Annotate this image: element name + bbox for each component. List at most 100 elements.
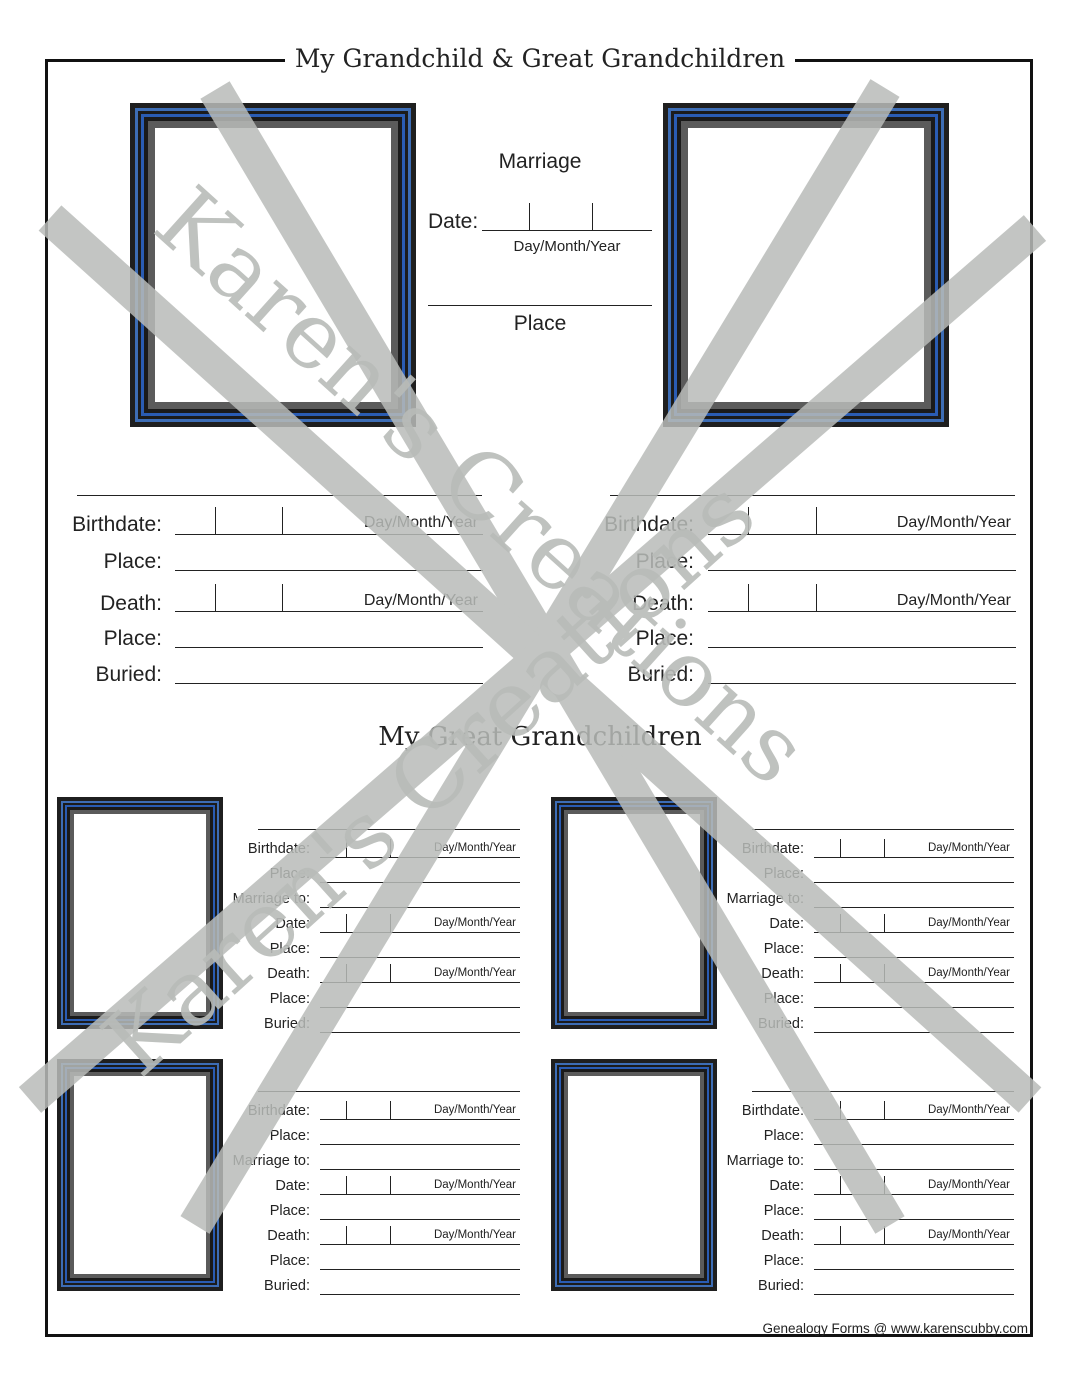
date-format: Day/Month/Year bbox=[927, 1229, 1010, 1241]
place-line bbox=[320, 1144, 520, 1145]
date-divider bbox=[840, 839, 841, 857]
place-line bbox=[320, 882, 520, 883]
death-label: Death: bbox=[267, 1228, 310, 1244]
place-line bbox=[320, 1007, 520, 1008]
buried-label: Buried: bbox=[264, 1016, 310, 1032]
date-divider bbox=[840, 1176, 841, 1194]
date-divider bbox=[816, 584, 817, 612]
buried-label: Buried: bbox=[627, 663, 694, 686]
place-label: Place: bbox=[269, 1203, 310, 1219]
place-label: Place: bbox=[103, 550, 162, 573]
date-divider bbox=[840, 1226, 841, 1244]
place-line bbox=[175, 570, 483, 571]
date-format: Day/Month/Year bbox=[927, 1104, 1010, 1116]
place-label: Place: bbox=[103, 627, 162, 650]
date-line bbox=[320, 932, 520, 933]
birthdate-label: Birthdate: bbox=[741, 841, 804, 857]
birthdate-line bbox=[320, 1119, 520, 1120]
date-divider bbox=[748, 507, 749, 535]
birthdate-label: Birthdate: bbox=[604, 513, 694, 536]
birthdate-line bbox=[814, 857, 1014, 858]
marriage-to-label: Marriage to: bbox=[726, 891, 804, 907]
marriage-place-label: Place bbox=[513, 312, 567, 335]
date-divider bbox=[282, 584, 283, 612]
photo-frame-great-grandchild bbox=[551, 1059, 717, 1291]
place-line bbox=[814, 1144, 1014, 1145]
place-line bbox=[708, 570, 1016, 571]
birthdate-line bbox=[320, 857, 520, 858]
photo-frame-grandchild-right bbox=[663, 103, 949, 427]
date-format: Day/Month/Year bbox=[433, 1229, 516, 1241]
death-label: Death: bbox=[267, 966, 310, 982]
marriage-to-line bbox=[814, 1169, 1014, 1170]
marriage-to-line bbox=[814, 907, 1014, 908]
death-label: Death: bbox=[100, 592, 162, 615]
place-label: Place: bbox=[635, 550, 694, 573]
date-divider bbox=[346, 839, 347, 857]
date-format: Day/Month/Year bbox=[433, 917, 516, 929]
name-line bbox=[752, 1091, 1014, 1092]
date-divider bbox=[748, 584, 749, 612]
place-line bbox=[708, 647, 1016, 648]
place-label: Place: bbox=[763, 991, 804, 1007]
buried-line bbox=[175, 683, 483, 684]
buried-line bbox=[814, 1032, 1014, 1033]
date-divider bbox=[390, 1226, 391, 1244]
name-line bbox=[610, 495, 1015, 496]
place-label: Place: bbox=[269, 1253, 310, 1269]
buried-label: Buried: bbox=[758, 1278, 804, 1294]
date-format: Day/Month/Year bbox=[927, 917, 1010, 929]
great-grandchildren-heading: My Great Grandchildren bbox=[378, 722, 702, 752]
place-label: Place: bbox=[763, 941, 804, 957]
birthdate-line bbox=[175, 534, 483, 535]
name-line bbox=[77, 495, 482, 496]
place-label: Place: bbox=[269, 941, 310, 957]
marriage-to-label: Marriage to: bbox=[726, 1153, 804, 1169]
place-line bbox=[814, 957, 1014, 958]
death-line bbox=[320, 982, 520, 983]
photo-frame-great-grandchild bbox=[551, 797, 717, 1029]
marriage-to-line bbox=[320, 1169, 520, 1170]
date-divider bbox=[346, 1176, 347, 1194]
date-format: Day/Month/Year bbox=[363, 514, 478, 531]
date-format: Day/Month/Year bbox=[433, 1104, 516, 1116]
birthdate-label: Birthdate: bbox=[247, 841, 310, 857]
death-line bbox=[175, 611, 483, 612]
place-label: Place: bbox=[763, 1203, 804, 1219]
death-label: Death: bbox=[761, 966, 804, 982]
place-label: Place: bbox=[763, 866, 804, 882]
date-format: Day/Month/Year bbox=[927, 842, 1010, 854]
date-divider bbox=[840, 1101, 841, 1119]
place-line bbox=[320, 1219, 520, 1220]
place-label: Place: bbox=[635, 627, 694, 650]
name-line bbox=[258, 829, 520, 830]
date-format: Day/Month/Year bbox=[363, 592, 478, 609]
date-label: Date: bbox=[275, 916, 310, 932]
death-label: Death: bbox=[632, 592, 694, 615]
date-divider bbox=[840, 964, 841, 982]
death-line bbox=[814, 982, 1014, 983]
buried-line bbox=[708, 683, 1016, 684]
birthdate-label: Birthdate: bbox=[741, 1103, 804, 1119]
place-line bbox=[814, 1007, 1014, 1008]
date-divider bbox=[346, 914, 347, 932]
date-line bbox=[814, 1194, 1014, 1195]
buried-line bbox=[320, 1032, 520, 1033]
date-line bbox=[814, 932, 1014, 933]
date-divider bbox=[346, 1101, 347, 1119]
place-line bbox=[320, 1269, 520, 1270]
date-label: Date: bbox=[275, 1178, 310, 1194]
marriage-date-line bbox=[482, 230, 652, 231]
marriage-to-label: Marriage to: bbox=[232, 891, 310, 907]
buried-label: Buried: bbox=[95, 663, 162, 686]
birthdate-line bbox=[708, 534, 1016, 535]
place-line bbox=[814, 1269, 1014, 1270]
birthdate-label: Birthdate: bbox=[72, 513, 162, 536]
date-format: Day/Month/Year bbox=[896, 592, 1011, 609]
date-format: Day/Month/Year bbox=[433, 1179, 516, 1191]
name-line bbox=[752, 829, 1014, 830]
marriage-place-line bbox=[428, 305, 652, 306]
birthdate-label: Birthdate: bbox=[247, 1103, 310, 1119]
place-line bbox=[814, 882, 1014, 883]
place-label: Place: bbox=[763, 1253, 804, 1269]
